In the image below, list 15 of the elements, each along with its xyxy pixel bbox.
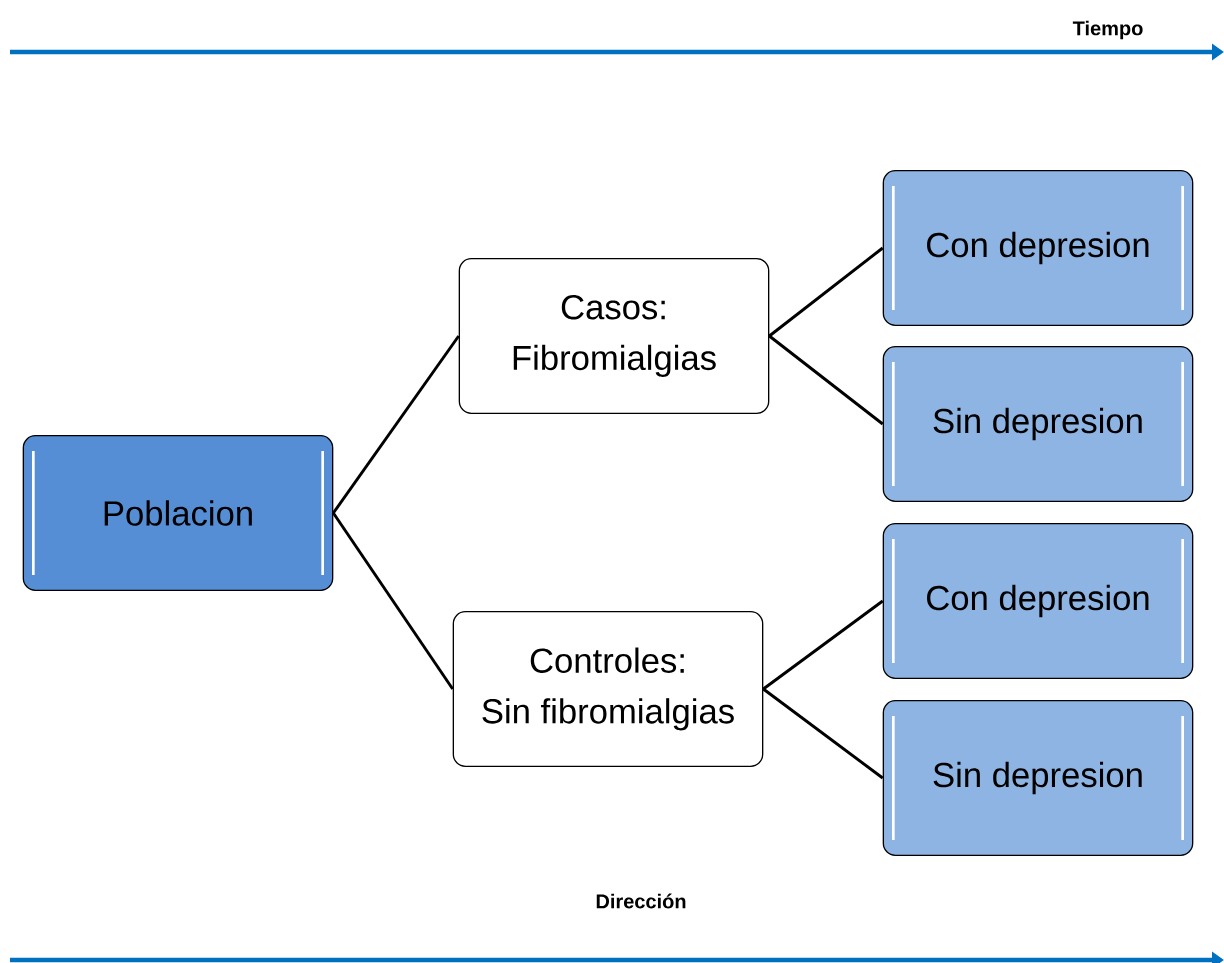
axis-label: Tiempo	[1072, 20, 1143, 40]
axis-label: Dirección	[596, 893, 686, 909]
root-box: Poblacion	[22, 435, 334, 591]
connector-line	[762, 599, 884, 691]
outcome-box: Con depresion	[882, 523, 1194, 679]
connector-line	[768, 246, 884, 338]
outcome-box: Sin depresion	[882, 346, 1194, 502]
outcome-box: Con depresion	[882, 170, 1194, 326]
connector-line	[332, 512, 454, 690]
group-box: Controles: Sin fibromialgias	[452, 611, 764, 767]
connector-line	[768, 334, 884, 426]
connector-line	[762, 687, 884, 780]
outcome-box: Sin depresion	[882, 700, 1194, 856]
connector-line	[332, 335, 460, 514]
group-box: Casos: Fibromialgias	[458, 258, 770, 414]
